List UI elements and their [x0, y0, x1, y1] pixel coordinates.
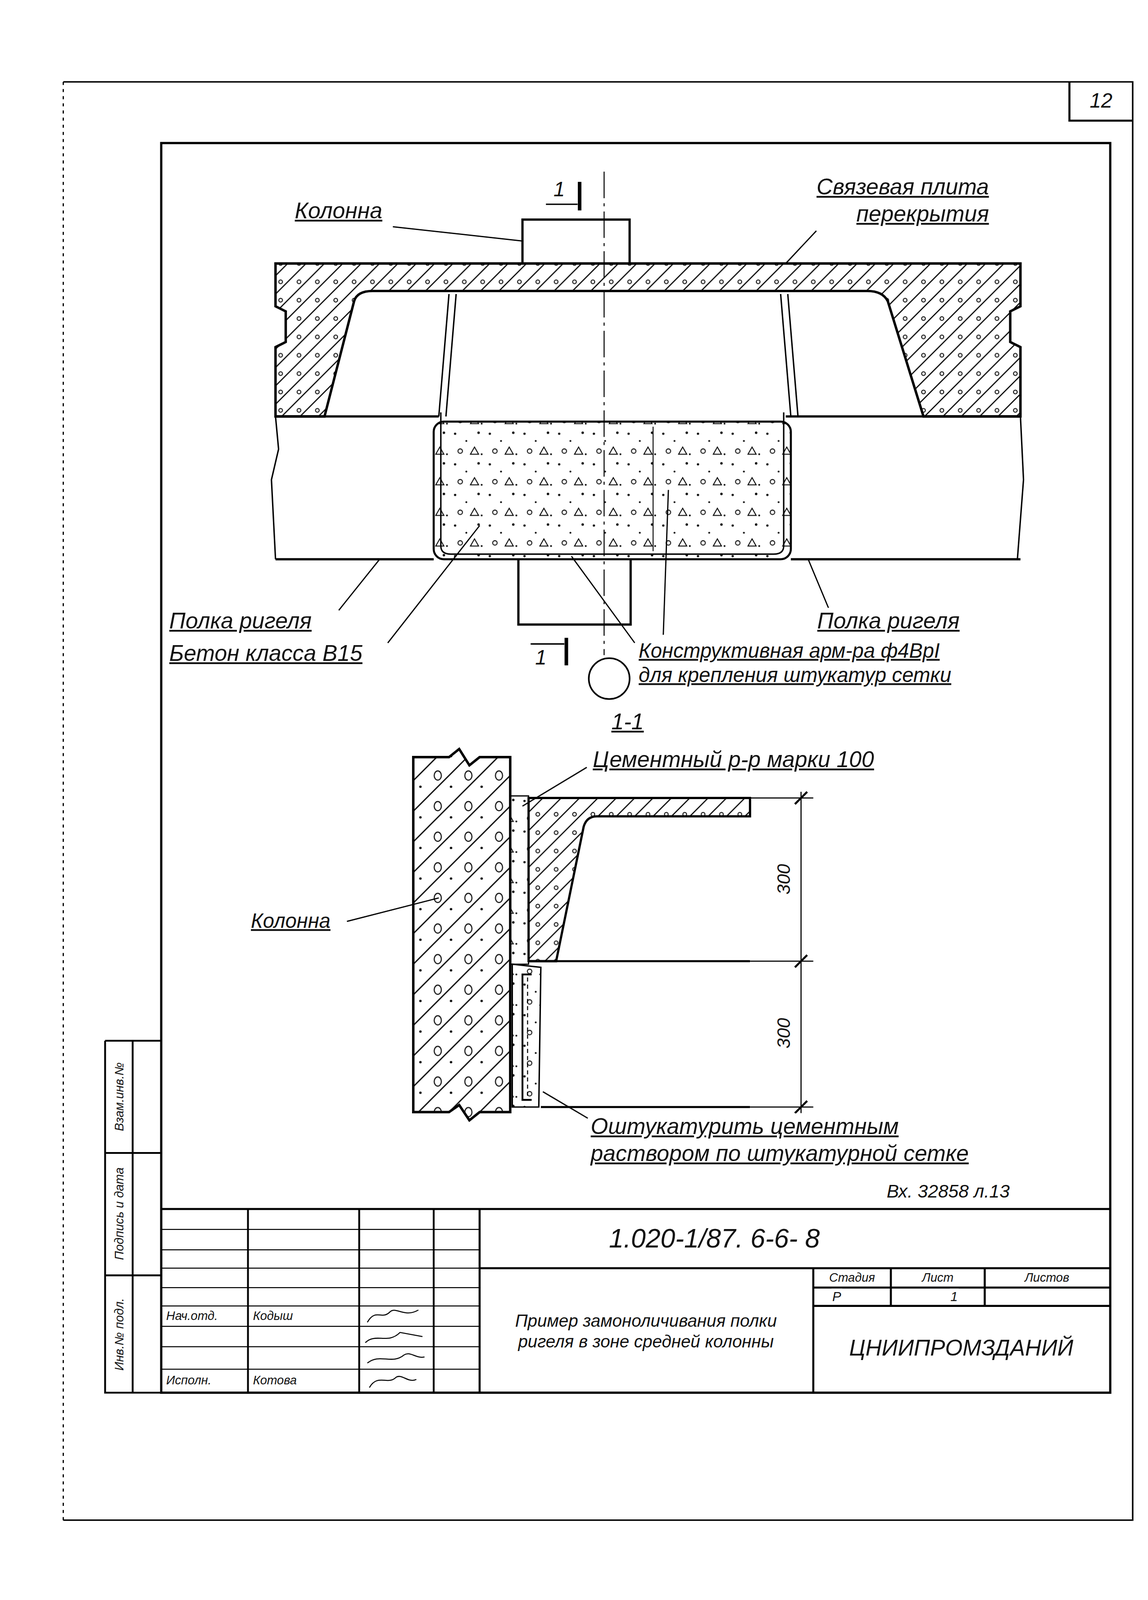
stamp-label: Взам.инв.№	[112, 1061, 128, 1133]
part-label: Связевая плита перекрытия	[748, 174, 990, 229]
column-outline	[522, 219, 630, 264]
stamp-column	[104, 1041, 162, 1394]
drawing-title: Пример замоноличивания полки ригеля в зо…	[486, 1311, 805, 1353]
leader-line	[571, 556, 635, 644]
table-cell: 1	[949, 1288, 959, 1305]
column-section	[413, 749, 511, 1121]
mortar-joint	[510, 796, 529, 965]
signature	[369, 1376, 417, 1389]
plaster-mesh	[512, 964, 541, 1108]
table-cell: Листов	[1023, 1270, 1071, 1286]
girder-shelf	[271, 416, 1024, 560]
dimension-line	[749, 792, 813, 1114]
plaster-mesh	[522, 974, 532, 1101]
girder-shelf	[528, 961, 751, 1108]
title-block	[248, 1209, 434, 1394]
slab-section	[528, 798, 751, 962]
part-label: Полка ригеля	[168, 608, 313, 636]
material-label: Бетон класса В15	[168, 640, 364, 668]
girder-shelf	[528, 961, 751, 1108]
concrete-fill	[440, 412, 784, 555]
signature	[365, 1310, 425, 1389]
organization-name: ЦНИИПРОМЗДАНИЙ	[848, 1335, 1075, 1363]
table-cell: Стадия	[828, 1270, 876, 1286]
section-mark-number: 1	[552, 177, 566, 202]
section-mark	[545, 203, 578, 205]
leader-line	[392, 226, 523, 242]
sheet-frame	[62, 81, 64, 1521]
dimension-value: 300	[772, 863, 795, 896]
leader-line	[387, 526, 480, 644]
slab-section	[438, 294, 799, 417]
center-line	[588, 658, 630, 700]
section-mark	[530, 643, 565, 645]
archive-note: Вх. 32858 л.13	[885, 1180, 1011, 1203]
dimension-line	[794, 792, 808, 1114]
slab-section	[275, 263, 1021, 417]
plaster-mesh	[526, 977, 528, 1098]
table-cell: Котова	[252, 1373, 298, 1389]
stamp-label: Подпись и дата	[112, 1166, 128, 1262]
title-block	[161, 1209, 1111, 1394]
slab-section	[275, 263, 1021, 417]
signature	[365, 1333, 423, 1344]
sheet-frame	[161, 143, 1111, 1394]
concrete-fill	[433, 421, 791, 560]
leader-line	[807, 559, 829, 609]
rebar-note: Конструктивная арм-ра ф4ВрI для креплени…	[637, 638, 956, 688]
leader-line	[542, 1092, 588, 1119]
mortar-joint	[510, 796, 529, 965]
sheet-number: 12	[1089, 88, 1114, 114]
plaster-mesh	[512, 964, 541, 1108]
table-cell: Исполн.	[165, 1373, 213, 1389]
drawing-code: 1.020-1/87. 6-6- 8	[608, 1222, 821, 1255]
sheet-frame	[63, 81, 1133, 1521]
section-title: 1-1	[610, 708, 645, 736]
section-mark-number: 1	[534, 645, 548, 671]
concrete-fill	[433, 412, 791, 560]
sheet-frame	[63, 81, 1133, 1521]
dimension-value: 300	[772, 1017, 795, 1050]
leader-line	[338, 559, 380, 611]
table-cell: Лист	[921, 1270, 955, 1286]
part-label: Колонна	[294, 197, 384, 225]
center-line	[603, 171, 605, 656]
material-label: Цементный р-р марки 100	[591, 746, 876, 774]
section-mark	[564, 638, 569, 666]
center-line	[588, 171, 630, 699]
title-block	[161, 1209, 1111, 1394]
section-mark	[530, 181, 580, 666]
column-section	[413, 749, 511, 1121]
signature	[367, 1310, 419, 1323]
table-cell: Нач.отд.	[165, 1309, 219, 1325]
table-cell: Кодыш	[252, 1309, 295, 1325]
plaster-note: Оштукатурить цементным раствором по штук…	[589, 1113, 1006, 1168]
part-label: Колонна	[249, 909, 332, 934]
stamp-column	[104, 1041, 162, 1394]
part-label: Полка ригеля	[816, 608, 961, 636]
dimension-line	[749, 798, 813, 1108]
slab-section	[528, 798, 751, 962]
signature	[367, 1354, 425, 1364]
section-mark	[577, 181, 582, 211]
girder-shelf	[275, 415, 1021, 418]
leader-line	[663, 490, 669, 636]
girder-shelf	[1017, 416, 1024, 560]
sheet-frame	[1069, 81, 1133, 121]
dimension-line	[800, 792, 802, 1114]
title-block	[161, 1229, 480, 1370]
table-cell: Р	[831, 1288, 843, 1305]
leader-line	[785, 231, 817, 264]
girder-shelf	[271, 416, 279, 560]
stamp-label: Инв.№ подл.	[112, 1297, 128, 1372]
concrete-fill	[652, 426, 654, 552]
